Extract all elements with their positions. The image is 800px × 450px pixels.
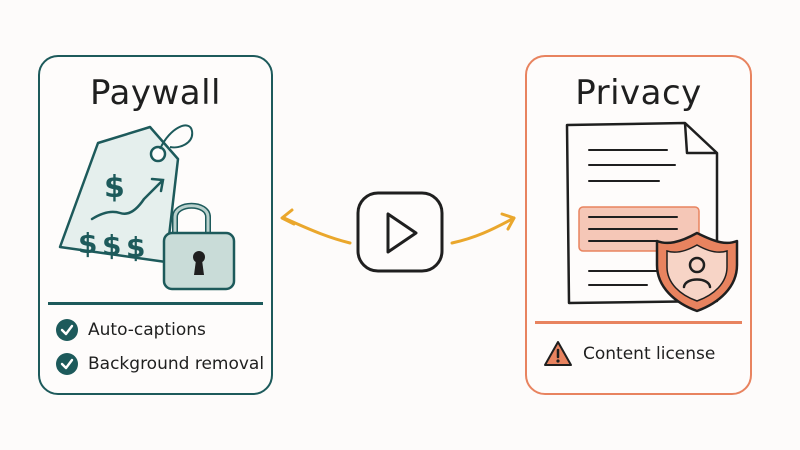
- privacy-illustration: [565, 121, 739, 313]
- paywall-card: Paywall $ $ $ $: [38, 55, 273, 395]
- check-circle-icon: [56, 353, 78, 375]
- trend-up-arrow-icon: [90, 177, 165, 221]
- warning-triangle-icon: [544, 341, 572, 366]
- dollar-icon: $ $ $ $: [78, 170, 145, 264]
- feature-label: Auto-captions: [88, 320, 206, 340]
- padlock-icon: [162, 202, 236, 291]
- warning-label: Content license: [583, 344, 716, 364]
- svg-text:$: $: [78, 227, 97, 260]
- svg-text:$: $: [104, 170, 125, 205]
- arrow-left-icon: [280, 208, 352, 245]
- privacy-divider: [535, 321, 742, 324]
- price-tag-icon: [58, 124, 194, 264]
- feature-background-removal: Background removal: [56, 353, 264, 375]
- feature-auto-captions: Auto-captions: [56, 319, 206, 341]
- shield-user-icon: [655, 231, 739, 313]
- paywall-divider: [48, 302, 263, 305]
- privacy-card: Privacy: [525, 55, 752, 395]
- check-circle-icon: [56, 319, 78, 341]
- svg-text:$: $: [126, 231, 145, 264]
- privacy-title: Privacy: [575, 73, 702, 113]
- content-license-warning: Content license: [543, 340, 715, 368]
- paywall-illustration: $ $ $ $: [58, 124, 236, 291]
- paywall-title: Paywall: [90, 73, 221, 113]
- feature-label: Background removal: [88, 354, 265, 374]
- svg-text:$: $: [102, 229, 121, 262]
- play-button-icon: [356, 191, 444, 273]
- arrow-right-icon: [450, 212, 516, 245]
